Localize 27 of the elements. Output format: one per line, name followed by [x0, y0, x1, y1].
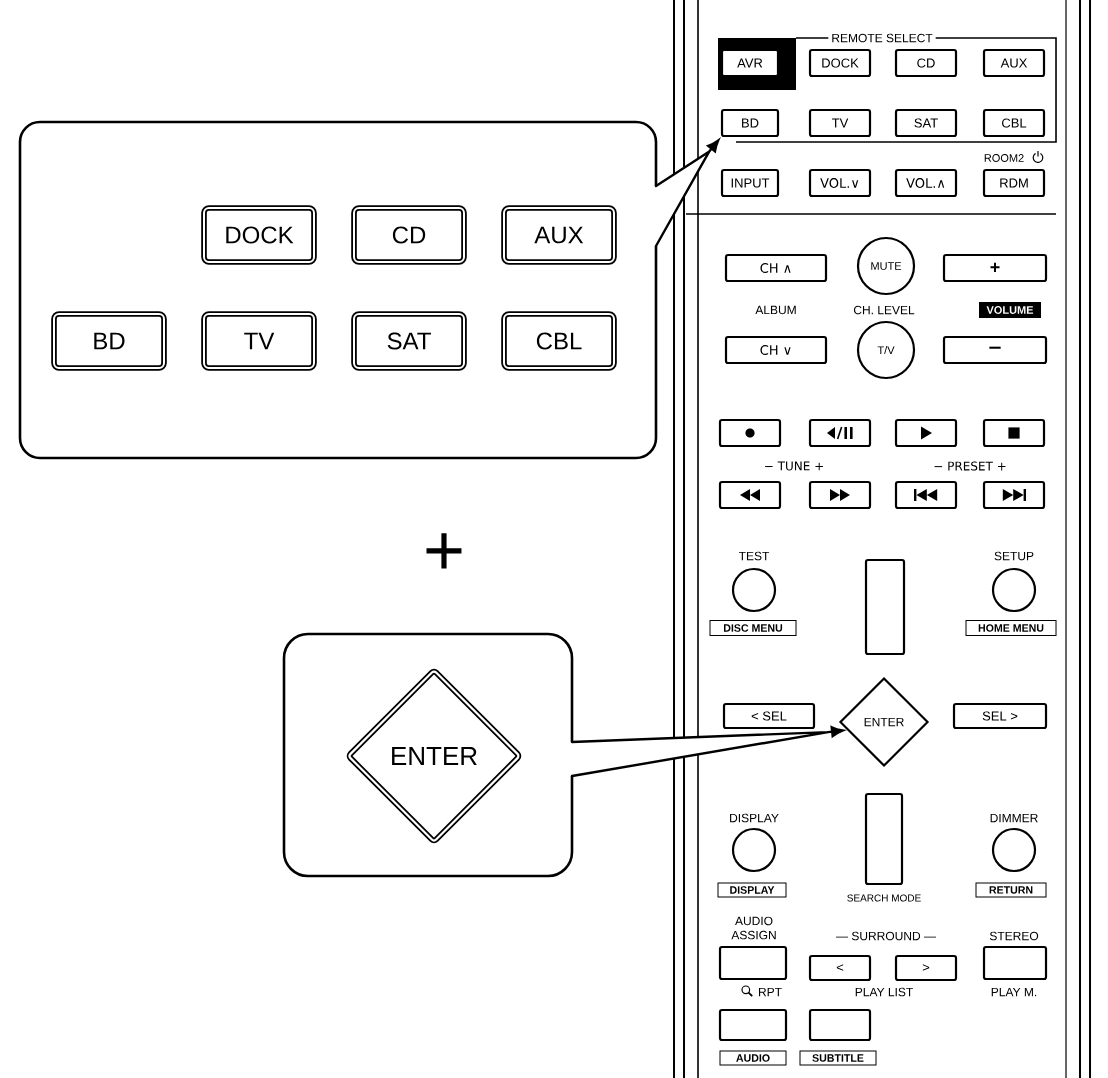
remote-button [808, 1008, 872, 1042]
selector-button: CBL [501, 311, 617, 371]
remote-button [894, 418, 958, 448]
remote-button [808, 418, 872, 448]
selector-button: DOCK [201, 205, 317, 265]
remote-button [982, 480, 1046, 510]
remote-button: + [942, 253, 1048, 283]
remote-button [982, 945, 1048, 981]
selector-button: AUX [501, 205, 617, 265]
remote-button [808, 480, 872, 510]
enter-button: ENTER [346, 668, 522, 844]
remote-button [718, 480, 782, 510]
callout-pointer [654, 139, 720, 248]
selector-button: BD [51, 311, 167, 371]
selector-button: CD [351, 205, 467, 265]
plus-sign: + [426, 533, 462, 569]
remote-button [718, 418, 782, 448]
selector-button: TV [201, 311, 317, 371]
callout-pointer [570, 726, 844, 778]
remote-button [718, 945, 788, 981]
selector-button: SAT [351, 311, 467, 371]
remote-button [982, 418, 1046, 448]
remote-button [718, 1008, 788, 1042]
remote-button: − [942, 335, 1048, 365]
long-button [864, 558, 906, 656]
long-button [864, 792, 904, 886]
remote-button [894, 480, 958, 510]
